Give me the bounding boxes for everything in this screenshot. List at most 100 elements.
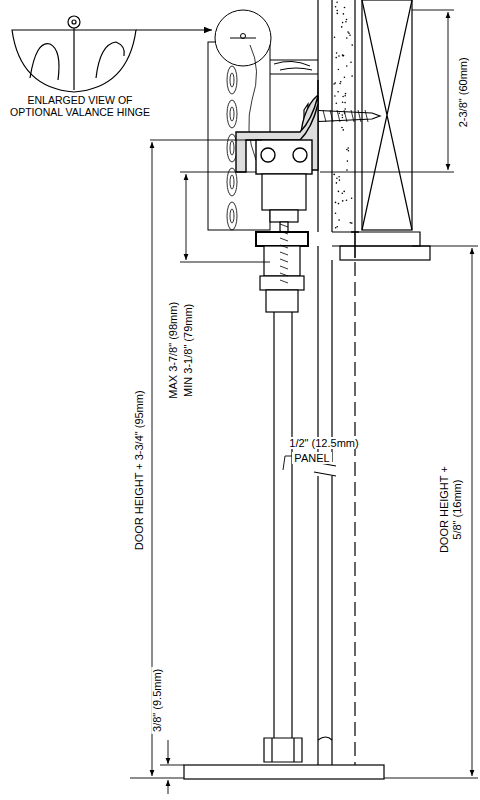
speck <box>346 37 348 39</box>
speck <box>343 55 345 57</box>
door-jamb <box>331 476 332 765</box>
speck <box>335 212 337 214</box>
valance-hinge-detail <box>68 16 80 28</box>
speck <box>338 219 340 221</box>
grain-stroke <box>230 175 234 189</box>
valance-hinge-detail <box>72 20 76 24</box>
speck <box>346 149 348 151</box>
speck <box>335 202 337 204</box>
speck <box>336 226 338 228</box>
dimension-text: 1/2" (12.5mm) <box>287 437 360 450</box>
speck <box>345 93 347 95</box>
track-bracket <box>256 140 312 174</box>
speck <box>341 127 343 129</box>
dimension-lines <box>160 765 184 766</box>
dimension-lines <box>168 780 169 794</box>
speck <box>342 114 344 116</box>
dimension-lines <box>180 262 270 263</box>
speck <box>336 177 338 179</box>
speck <box>336 10 338 12</box>
detail-caption: ENLARGED VIEW OF OPTIONAL VALANCE HINGE <box>3 94 157 118</box>
speck <box>342 54 344 56</box>
speck <box>342 192 344 194</box>
speck <box>351 75 353 77</box>
dimension-lines <box>180 172 256 173</box>
speck <box>348 32 350 34</box>
speck <box>347 147 349 149</box>
thread-stroke <box>280 224 288 227</box>
speck <box>341 26 343 28</box>
dimension-lines <box>384 778 478 779</box>
speck <box>349 34 351 36</box>
speck <box>351 44 353 46</box>
speck <box>338 69 340 71</box>
speck <box>334 82 336 84</box>
speck <box>350 222 352 224</box>
speck <box>335 227 337 229</box>
speck <box>346 65 348 67</box>
grain-stroke <box>230 141 234 155</box>
dimension-text: DOOR HEIGHT + 3-3/4" (95mm) <box>133 388 146 552</box>
thread-stroke <box>330 110 333 122</box>
speck <box>334 36 336 38</box>
speck <box>343 191 345 193</box>
speck <box>335 57 337 59</box>
thread-stroke <box>351 110 354 122</box>
valance-board <box>274 61 312 70</box>
speck <box>338 203 340 205</box>
speck <box>336 103 338 105</box>
dimension-lines <box>320 172 454 173</box>
speck <box>344 77 346 79</box>
wall-section <box>362 0 412 230</box>
speck <box>335 6 337 8</box>
speck <box>346 19 348 21</box>
wall-section <box>351 232 359 258</box>
speck <box>339 113 341 115</box>
dimension-lines <box>412 10 454 11</box>
valance-board <box>270 60 318 74</box>
speck <box>351 197 353 199</box>
thread-stroke <box>280 252 288 255</box>
dimension-lines <box>168 740 169 764</box>
speck <box>339 83 341 85</box>
speck <box>348 150 350 152</box>
track-bracket <box>293 148 307 162</box>
speck <box>343 13 345 15</box>
speck <box>346 169 348 171</box>
valance-hinge-detail <box>136 29 212 30</box>
speck <box>342 200 344 202</box>
mounting-screw <box>308 110 380 122</box>
speck <box>346 200 348 202</box>
wall-section <box>318 0 430 260</box>
grain-stroke <box>230 209 234 223</box>
roller-hanger <box>270 210 298 222</box>
track-bracket <box>261 148 275 162</box>
speck <box>342 55 344 57</box>
speck <box>337 13 339 15</box>
track-bracket <box>236 80 318 174</box>
wall-section <box>340 246 430 260</box>
grain-stroke <box>227 66 237 94</box>
speck <box>342 101 344 103</box>
thread-stroke <box>280 266 288 269</box>
dimension-text: DOOR HEIGHT + 5/8" (16mm) <box>438 460 463 560</box>
valance-hinge-detail <box>30 44 59 80</box>
thread-stroke <box>280 245 288 248</box>
door-jamb <box>317 246 318 462</box>
thread-stroke <box>365 110 368 122</box>
valance-board <box>241 34 246 39</box>
dimension-text: 3/8" (9.5mm) <box>152 666 165 733</box>
roller-hanger <box>256 174 308 312</box>
dimension-lines <box>472 248 473 776</box>
speck <box>342 22 344 24</box>
valance-hinge-detail <box>96 42 124 78</box>
speck <box>342 117 344 119</box>
door-jamb <box>317 476 318 765</box>
speck <box>345 21 347 23</box>
door-panel <box>264 738 302 762</box>
speck <box>338 176 340 178</box>
wall-section <box>362 0 412 230</box>
roller-hanger <box>260 276 304 290</box>
dimension-lines <box>186 174 187 260</box>
thread-stroke <box>280 231 288 234</box>
